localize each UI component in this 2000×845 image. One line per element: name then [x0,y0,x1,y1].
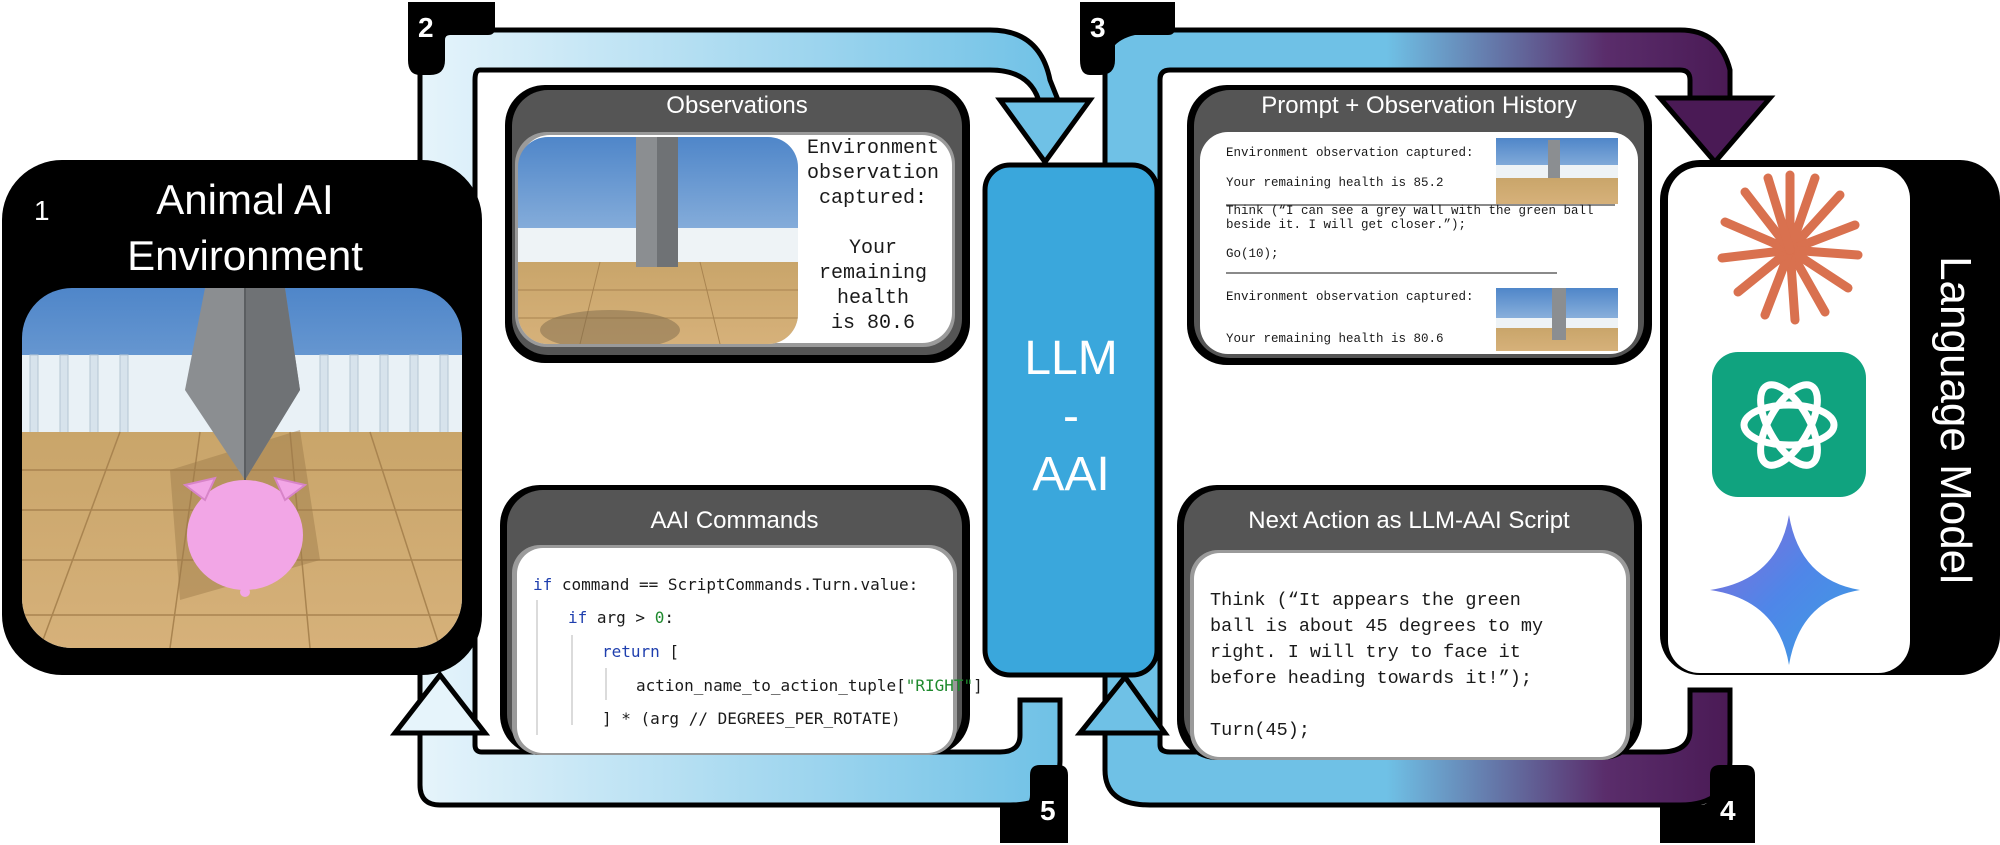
language-model-label: Language Model [1931,256,1980,584]
step-number-2: 2 [418,12,434,43]
history-health-2: Your remaining health is 80.6 [1226,332,1444,346]
obs-line: Environment [806,137,940,160]
commands-panel [500,485,970,755]
code-string: "RIGHT" [905,676,974,695]
step-number-5: 5 [1040,795,1056,826]
next-action-script: Think (“It appears the green ball is abo… [1210,588,1543,744]
code-line-3: return [ [602,642,679,661]
code-text: [ [659,642,680,661]
history-health-1: Your remaining health is 85.2 [1226,176,1444,190]
history-think-1b: beside it. I will get closer.”); [1226,218,1467,232]
gemini-sparkle-icon [1710,515,1860,665]
code-text: command == ScriptCommands.Turn.value: [552,575,919,594]
next-action-panel [1177,485,1642,760]
arrow-head-step5 [389,670,491,736]
code-text: action_name_to_action_tuple[ [636,676,906,695]
history-obs-2: Environment observation captured: [1226,290,1474,304]
code-number: 0 [654,608,665,627]
openai-knot-icon [1712,352,1866,497]
environment-title-line1: Animal AI [156,176,334,223]
llm-aai-line3: AAI [1032,448,1110,501]
obs-line: is 80.6 [830,312,915,335]
left-loop-arrow [389,27,1095,808]
code-line-2: if arg > 0: [568,608,674,627]
arrow-head-step2 [995,97,1095,167]
code-text: ] [973,676,983,695]
llm-aai-label: LLM - AAI [985,330,1157,504]
right-loop-arrow [1074,27,1776,808]
code-keyword: if [568,608,588,627]
obs-line: Your [848,237,897,260]
obs-line: health [836,287,909,310]
script-line: before heading towards it!”); [1210,668,1532,689]
code-keyword: if [533,575,553,594]
step-badge-2 [408,2,495,75]
history-obs-1: Environment observation captured: [1226,146,1474,160]
script-line: right. I will try to face it [1210,642,1521,663]
code-text: arg > [587,608,655,627]
history-image-2 [1496,288,1618,351]
arrow-head-step4 [1074,672,1170,736]
obs-line [798,211,948,236]
llm-aai-line2: - [1063,390,1079,443]
llm-aai-box [982,162,1160,678]
history-go: Go(10); [1226,247,1279,261]
obs-line: remaining [818,262,928,285]
code-line-4: action_name_to_action_tuple["RIGHT"] [636,676,983,695]
next-action-title: Next Action as LLM-AAI Script [1248,507,1570,534]
script-line: Think (“It appears the green [1210,590,1521,611]
observations-title: Observations [666,92,808,119]
code-text: : [664,608,674,627]
code-line-1: if command == ScriptCommands.Turn.value: [533,575,918,594]
history-title: Prompt + Observation History [1261,92,1577,119]
language-model-panel [1660,160,2000,675]
observation-image [518,137,798,344]
history-image-1 [1496,138,1618,204]
history-think-1a: Think (“I can see a grey wall with the g… [1226,204,1594,218]
step-badge-5 [1000,765,1068,843]
environment-panel [2,160,482,675]
script-line: ball is about 45 degrees to my [1210,616,1544,637]
right-loop-ring [1102,27,1733,808]
step-badge-4 [1660,765,1755,843]
claude-starburst-icon [1717,170,1863,325]
step-number-1: 1 [34,195,50,226]
history-panel [1187,85,1652,365]
step-number-3: 3 [1090,12,1106,43]
script-line: Turn(45); [1210,720,1310,741]
llm-aai-line1: LLM [1024,332,1118,385]
step-badge-3 [1080,2,1175,75]
code-keyword: return [602,642,660,661]
obs-line: captured: [818,187,928,210]
observations-text: Environment observation captured: Your r… [798,136,948,336]
environment-title: Animal AI Environment [80,172,410,284]
code-line-5: ] * (arg // DEGREES_PER_ROTATE) [602,709,901,728]
arrow-head-step3 [1654,95,1776,166]
environment-title-line2: Environment [127,232,363,279]
obs-line: observation [806,162,940,185]
step-number-4: 4 [1720,795,1736,826]
script-line [1210,692,1543,718]
observations-panel [505,85,970,363]
environment-screenshot [22,288,462,648]
commands-title: AAI Commands [650,507,819,534]
